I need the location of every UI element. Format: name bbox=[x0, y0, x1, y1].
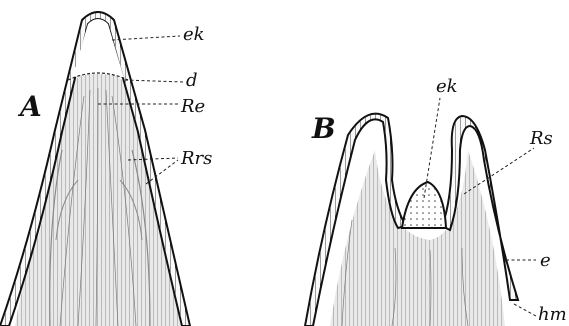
panel-a-label-rrs: Rrs bbox=[180, 148, 212, 169]
panel-b-root-body bbox=[330, 150, 505, 326]
panel-b-leader-hm bbox=[514, 304, 536, 316]
panel-a-label-ek: ek bbox=[183, 24, 205, 45]
panel-a-letter: A bbox=[17, 90, 42, 123]
panel-a-leader-ek bbox=[112, 36, 180, 40]
panel-b-letter: B bbox=[311, 112, 336, 145]
panel-b-label-ek: ek bbox=[436, 76, 458, 97]
panel-a-label-d: d bbox=[186, 70, 198, 91]
panel-a-leader-d bbox=[125, 80, 183, 82]
panel-b-label-e: e bbox=[540, 250, 551, 271]
panel-b-label-hm: hm bbox=[538, 304, 567, 325]
panel-a bbox=[0, 12, 190, 326]
panel-b-label-rs: Rs bbox=[529, 128, 553, 149]
panel-a-label-re: Re bbox=[180, 96, 205, 117]
panel-b-apical-dome bbox=[402, 182, 446, 228]
panel-b bbox=[305, 114, 518, 326]
